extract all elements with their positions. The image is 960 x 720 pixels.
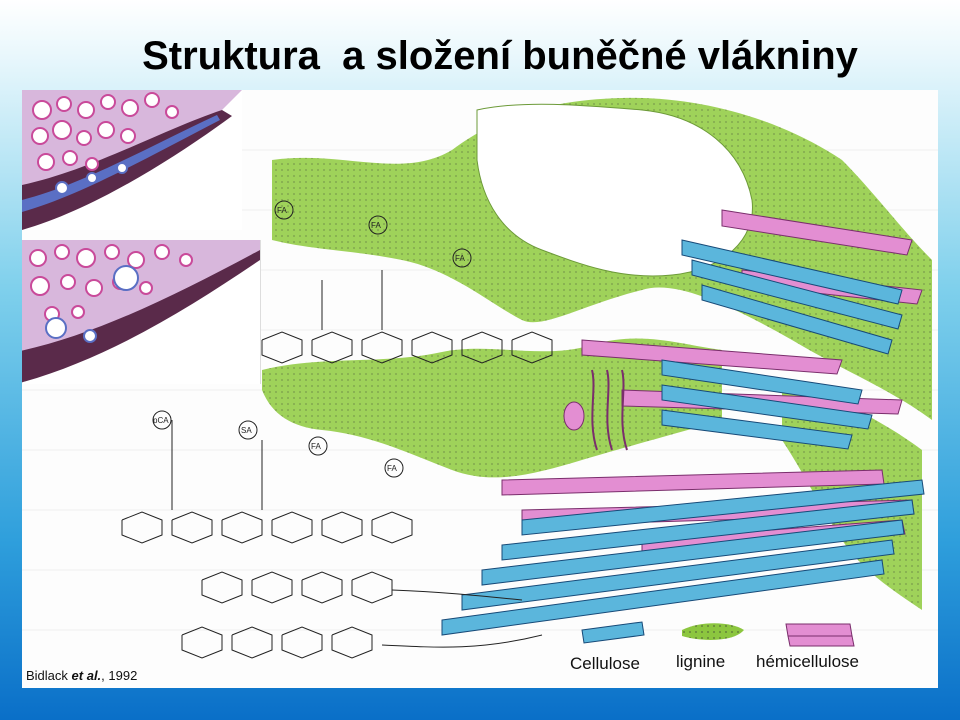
legend-hemicellulose-label: hémicellulose xyxy=(756,652,859,671)
lignin-pocket xyxy=(476,103,753,277)
citation-author: Bidlack xyxy=(26,668,68,683)
micrograph-inset-bottom xyxy=(22,240,261,384)
bridge-cylinder-end xyxy=(563,401,585,431)
bridge-strands xyxy=(591,369,628,451)
micrograph-inset-top xyxy=(22,90,242,230)
legend-hemicellulose-swatch xyxy=(785,623,853,637)
cellulose-fibrils xyxy=(441,239,925,636)
ring-label: SA xyxy=(241,426,252,435)
citation-year: , 1992 xyxy=(101,668,138,683)
cell-wall-figure: FA FA FA FA pCA SA FA xyxy=(22,90,938,688)
ring-label: FA xyxy=(387,464,397,473)
ring-label: FA xyxy=(277,206,287,215)
ring-label: FA xyxy=(371,221,381,230)
slide-title: Struktura a složení buněčné vlákniny xyxy=(142,34,858,78)
legend-swatches xyxy=(581,621,855,647)
ring-label: FA xyxy=(455,254,465,263)
legend-lignin-swatch-dots xyxy=(682,623,744,640)
ring-label: pCA xyxy=(153,416,169,425)
citation: Bidlack et al., 1992 xyxy=(26,668,137,683)
ring-label-group: FA FA FA FA pCA SA FA xyxy=(152,200,472,478)
legend-cellulose-swatch xyxy=(581,621,645,644)
legend-lignin-label: lignine xyxy=(676,652,726,671)
legend-hemicellulose-swatch-2 xyxy=(787,635,855,647)
cell-wall-diagram: FA FA FA FA pCA SA FA xyxy=(22,97,938,659)
legend-cellulose-label: Cellulose xyxy=(570,654,640,673)
citation-etal: et al. xyxy=(71,668,102,683)
ring-label: FA xyxy=(311,442,321,451)
